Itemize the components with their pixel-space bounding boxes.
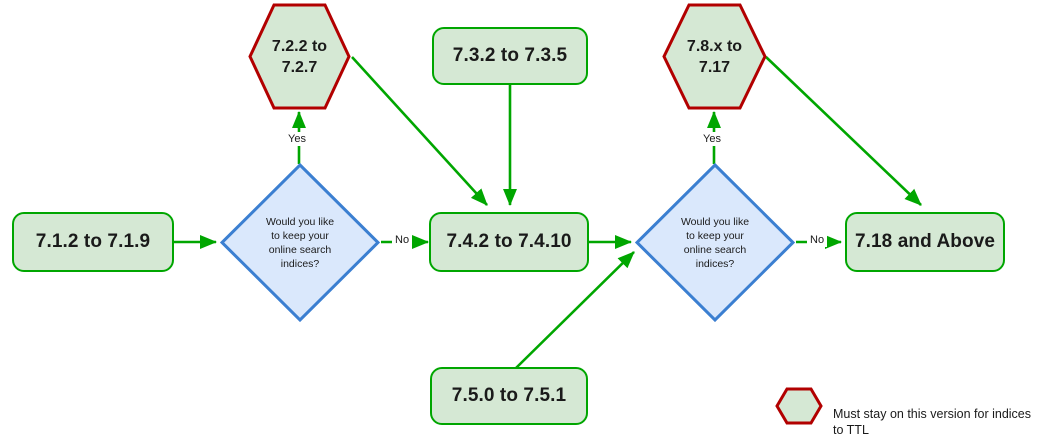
legend-hexagon-icon — [775, 387, 823, 425]
node-v742-label: 7.4.2 to 7.4.10 — [446, 231, 572, 252]
decision2-line-2: to keep your — [686, 229, 744, 242]
node-decision2[interactable]: Would you like to keep your online searc… — [635, 163, 795, 322]
node-v722-label-line2: 7.2.7 — [281, 58, 318, 76]
edge-label-no-right: No — [807, 233, 828, 247]
decision1-line-4: indices? — [280, 257, 320, 270]
node-v712[interactable]: 7.1.2 to 7.1.9 — [12, 212, 174, 272]
node-decision2-label: Would you like to keep your online searc… — [672, 215, 758, 271]
hexagon-shape — [248, 3, 351, 110]
node-v722-label-line1: 7.2.2 to — [271, 37, 328, 55]
decision2-line-4: indices? — [695, 257, 735, 270]
decision2-line-1: Would you like — [680, 215, 750, 228]
diamond-shape — [635, 163, 795, 322]
node-v78x-label-line2: 7.17 — [698, 58, 731, 76]
node-v722-label: 7.2.2 to 7.2.7 — [272, 36, 327, 78]
diamond-shape — [220, 163, 380, 322]
edge-label-yes-left: Yes — [285, 132, 309, 146]
edge-v750-to-decision2 — [515, 251, 635, 369]
node-v750[interactable]: 7.5.0 to 7.5.1 — [430, 367, 588, 425]
node-v78x-label-line1: 7.8.x to — [686, 37, 743, 55]
node-v78x-label: 7.8.x to 7.17 — [687, 36, 742, 78]
node-v718[interactable]: 7.18 and Above — [845, 212, 1005, 272]
node-v78x[interactable]: 7.8.x to 7.17 — [662, 3, 767, 110]
node-v712-label: 7.1.2 to 7.1.9 — [35, 231, 151, 252]
node-v732-label: 7.3.2 to 7.3.5 — [452, 45, 568, 66]
decision1-line-3: online search — [268, 243, 332, 256]
node-v732[interactable]: 7.3.2 to 7.3.5 — [432, 27, 588, 85]
node-decision1-label: Would you like to keep your online searc… — [257, 215, 343, 271]
decision1-line-1: Would you like — [265, 215, 335, 228]
edge-label-yes-right: Yes — [700, 132, 724, 146]
node-v742[interactable]: 7.4.2 to 7.4.10 — [429, 212, 589, 272]
decision1-line-2: to keep your — [271, 229, 329, 242]
edge-label-no-left: No — [392, 233, 413, 247]
node-v718-label: 7.18 and Above — [854, 231, 996, 252]
node-v722[interactable]: 7.2.2 to 7.2.7 — [248, 3, 351, 110]
hexagon-shape — [662, 3, 767, 110]
node-decision1[interactable]: Would you like to keep your online searc… — [220, 163, 380, 322]
edge-v78x-to-v718 — [765, 56, 922, 206]
legend: Must stay on this version for indices to… — [774, 386, 1038, 435]
legend-text-line1: Must stay on this version for indices to… — [833, 407, 1031, 435]
legend-text: Must stay on this version for indices to… — [833, 390, 1038, 435]
edge-v722-to-v742 — [351, 56, 488, 206]
decision2-line-3: online search — [683, 243, 747, 256]
node-v750-label: 7.5.0 to 7.5.1 — [451, 385, 567, 406]
